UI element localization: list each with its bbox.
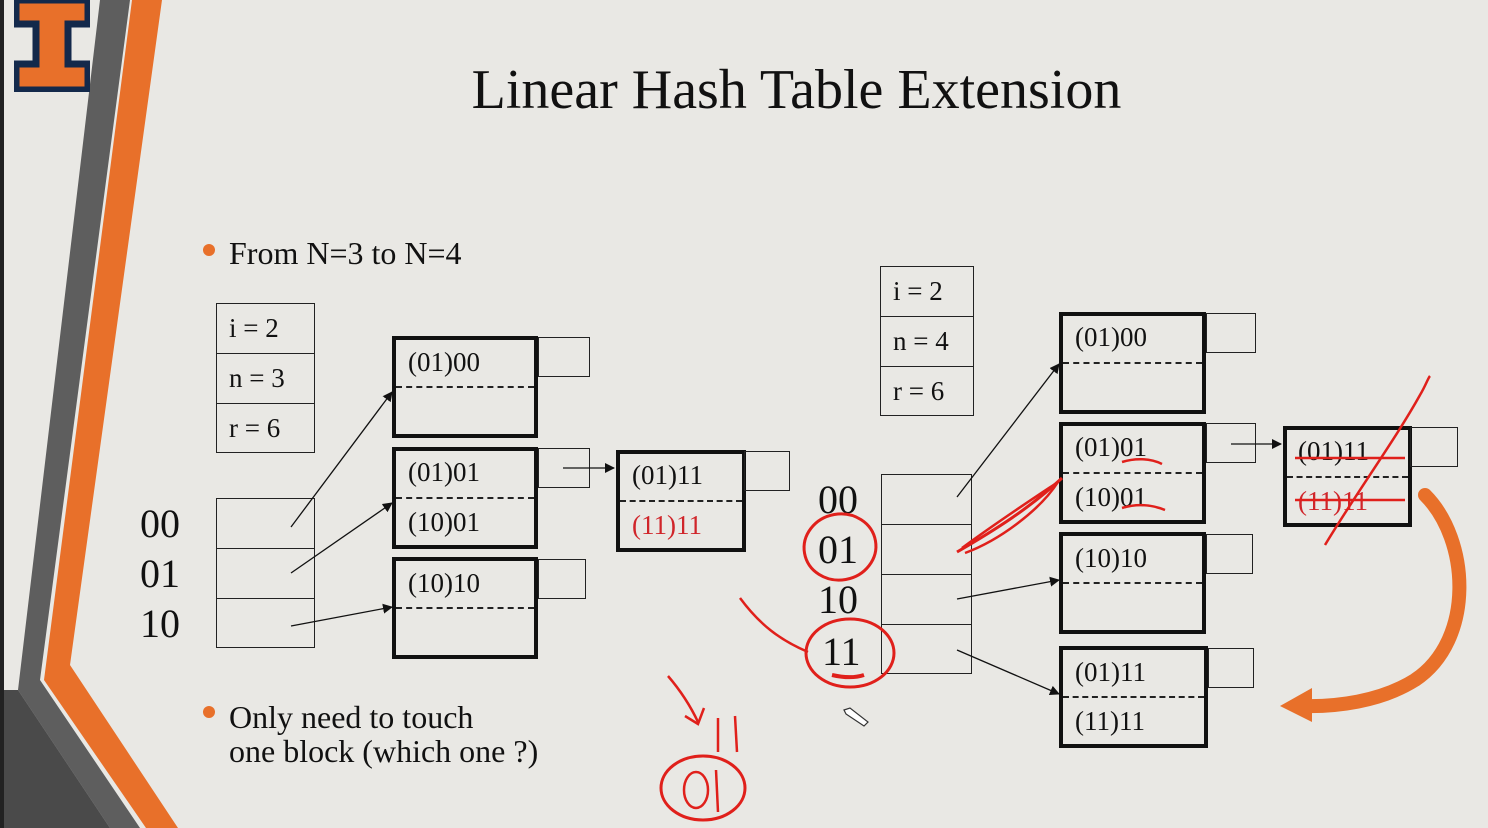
right-bucket-3-top: (01)11 bbox=[1075, 657, 1146, 687]
right-overflow-pointer bbox=[1410, 427, 1458, 467]
slide-title: Linear Hash Table Extension bbox=[471, 59, 1122, 121]
right-bucket-2 bbox=[1059, 532, 1206, 634]
right-overflow-bucket bbox=[1283, 426, 1412, 527]
right-bucket-1 bbox=[1059, 422, 1206, 524]
bullet-2-line-1: Only need to touch bbox=[229, 699, 474, 735]
right-overflow-top: (01)11 bbox=[1298, 436, 1369, 466]
left-bucket-0-pointer bbox=[538, 337, 590, 377]
left-bucket-2-top: (10)10 bbox=[408, 568, 480, 598]
right-index-01: 01 bbox=[818, 527, 858, 572]
pencil-cursor-icon bbox=[843, 707, 869, 727]
left-param-n: n = 3 bbox=[216, 353, 315, 404]
dash-line bbox=[620, 500, 742, 502]
left-dir-cell bbox=[216, 598, 315, 648]
left-bucket-2-pointer bbox=[538, 559, 586, 599]
right-index-11: 11 bbox=[822, 629, 861, 674]
right-bucket-3 bbox=[1059, 646, 1208, 748]
right-bucket-2-top: (10)10 bbox=[1075, 543, 1147, 573]
dash-line bbox=[1063, 696, 1204, 698]
left-overflow-top: (01)11 bbox=[632, 460, 703, 490]
right-param-r: r = 6 bbox=[880, 366, 974, 416]
dash-line bbox=[1063, 362, 1202, 364]
bullet-1: From N=3 to N=4 bbox=[229, 235, 462, 271]
right-bucket-0-top: (01)00 bbox=[1075, 322, 1147, 352]
dash-line bbox=[396, 497, 534, 499]
bullet-dot bbox=[203, 706, 215, 718]
right-bucket-1-pointer bbox=[1206, 423, 1256, 463]
left-param-r: r = 6 bbox=[216, 403, 315, 453]
bullet-dot bbox=[203, 244, 215, 256]
left-bucket-1-bottom: (10)01 bbox=[408, 507, 480, 537]
right-dir-cell bbox=[881, 624, 972, 674]
dash-line bbox=[1063, 472, 1202, 474]
right-bucket-1-top: (01)01 bbox=[1075, 432, 1147, 462]
right-bucket-1-bottom: (10)01 bbox=[1075, 482, 1147, 512]
dash-line bbox=[1287, 476, 1408, 478]
right-bucket-0 bbox=[1059, 312, 1206, 414]
dash-line bbox=[396, 607, 534, 609]
right-bucket-2-pointer bbox=[1206, 534, 1253, 574]
left-overflow-bottom: (11)11 bbox=[632, 510, 702, 540]
left-overflow-pointer bbox=[744, 451, 790, 491]
right-bucket-0-pointer bbox=[1206, 313, 1256, 353]
right-bucket-3-bottom: (11)11 bbox=[1075, 706, 1145, 736]
left-param-i: i = 2 bbox=[216, 303, 315, 354]
left-bucket-2 bbox=[392, 557, 538, 659]
university-logo bbox=[12, 0, 92, 94]
left-index-01: 01 bbox=[140, 551, 180, 596]
dash-line bbox=[1063, 582, 1202, 584]
left-overflow-bucket bbox=[616, 450, 746, 552]
right-index-10: 10 bbox=[818, 577, 858, 622]
dash-line bbox=[396, 386, 534, 388]
left-bucket-0-top: (01)00 bbox=[408, 347, 480, 377]
left-index-00: 00 bbox=[140, 501, 180, 546]
right-bucket-3-pointer bbox=[1208, 648, 1254, 688]
left-bucket-1 bbox=[392, 447, 538, 549]
left-index-10: 10 bbox=[140, 601, 180, 646]
left-bucket-1-top: (01)01 bbox=[408, 457, 480, 487]
left-bucket-0 bbox=[392, 336, 538, 438]
bullet-2-line-2: one block (which one ?) bbox=[229, 733, 539, 769]
right-param-i: i = 2 bbox=[880, 266, 974, 317]
